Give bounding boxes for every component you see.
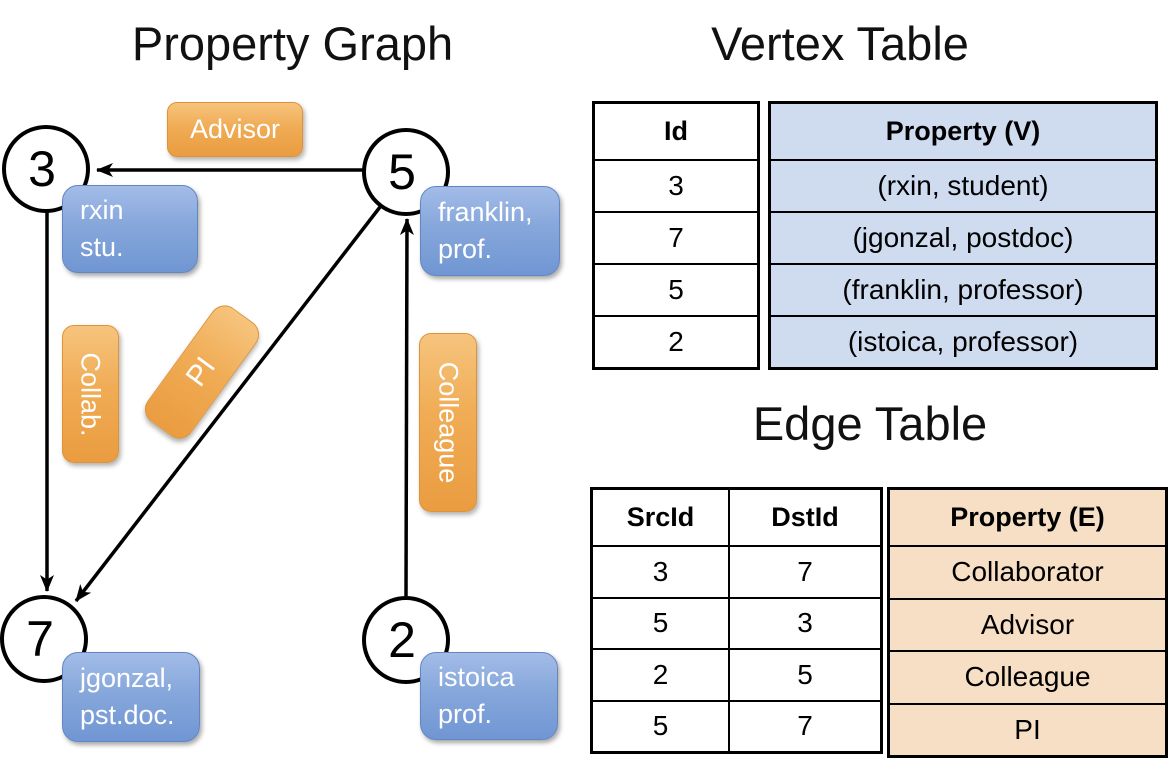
graph-node-2: 2: [362, 596, 450, 684]
node-5-property-line2: prof.: [438, 234, 493, 264]
edge-property-cell: Advisor: [890, 597, 1165, 650]
vertex-table-property-column: Property (V) (rxin, student) (jgonzal, p…: [768, 101, 1158, 370]
node-7-property-line2: pst.doc.: [80, 700, 175, 730]
vertex-id-cell: 5: [595, 263, 757, 315]
node-2-id: 2: [388, 612, 416, 668]
edge-table-title: Edge Table: [752, 397, 988, 450]
vertex-table-header-id: Id: [664, 116, 688, 146]
edge-dstid-cell: 7: [728, 699, 880, 751]
node-3-property-line1: rxin: [80, 194, 124, 225]
edge-colleague-2-to-5: [399, 218, 414, 597]
vertex-table-header-property: Property (V): [771, 104, 1155, 159]
edge-srcid-cell: 5: [593, 699, 728, 752]
edge-label-collab-text: Collab.: [76, 351, 107, 437]
node-7-property-box: jgonzal, pst.doc.: [62, 652, 200, 742]
edge-dstid-cell: 3: [728, 596, 880, 648]
vertex-property-cell: (rxin, student): [771, 159, 1155, 211]
node-7-property-line1: jgonzal,: [80, 662, 174, 693]
node-5-property-box: franklin, prof.: [420, 186, 560, 276]
edge-srcid-cell: 2: [593, 648, 728, 700]
edge-label-advisor: Advisor: [167, 102, 303, 157]
node-5-property-line1: franklin,: [438, 196, 533, 227]
vertex-property-cell: (jgonzal, postdoc): [771, 211, 1155, 263]
node-2-property-line1: istoica: [438, 661, 515, 692]
node-3-property-box: rxin stu.: [62, 185, 198, 273]
edge-label-collab: Collab.: [62, 325, 119, 463]
edge-dstid-cell: 5: [728, 648, 880, 700]
node-5-id: 5: [388, 144, 416, 200]
vertex-id-cell: 2: [595, 315, 757, 367]
edge-label-pi-text: PI: [180, 351, 223, 393]
graph-node-5: 5: [362, 128, 450, 216]
edge-srcid-cell: 3: [593, 545, 728, 597]
node-3-id: 3: [28, 141, 56, 197]
vertex-table-id-column: Id 3 7 5 2: [592, 101, 760, 370]
node-2-property-box: istoica prof.: [420, 652, 558, 740]
property-graph-title: Property Graph: [131, 17, 454, 70]
graph-edges-svg: [40, 163, 414, 603]
vertex-id-cell: 7: [595, 211, 757, 263]
vertex-property-cell: (istoica, professor): [771, 315, 1155, 367]
edge-pi-5-to-7: [74, 205, 382, 603]
edge-table-header-property: Property (E): [890, 490, 1165, 545]
edge-property-cell: Collaborator: [890, 545, 1165, 598]
edge-label-advisor-text: Advisor: [189, 114, 281, 144]
edge-table-property-column: Property (E) Collaborator Advisor Collea…: [887, 487, 1168, 758]
edge-table-header-dstid: DstId: [728, 490, 880, 545]
node-3-property-line2: stu.: [80, 232, 124, 262]
edge-dstid-cell: 7: [728, 545, 880, 597]
vertex-id-cell: 3: [595, 159, 757, 211]
node-2-property-line2: prof.: [438, 699, 493, 729]
vertex-property-cell: (franklin, professor): [771, 263, 1155, 315]
edge-table-id-columns: SrcId DstId 3 7 5 3 2 5 5 7: [590, 487, 883, 754]
edge-label-colleague: Colleague: [419, 333, 477, 512]
edge-property-cell: PI: [890, 702, 1165, 755]
vertex-table-title: Vertex Table: [711, 17, 969, 70]
edge-srcid-cell: 5: [593, 596, 728, 649]
node-7-id: 7: [26, 611, 54, 667]
edge-label-colleague-text: Colleague: [433, 361, 464, 484]
edge-property-cell: Colleague: [890, 650, 1165, 703]
edge-table-header-srcid: SrcId: [626, 502, 695, 532]
